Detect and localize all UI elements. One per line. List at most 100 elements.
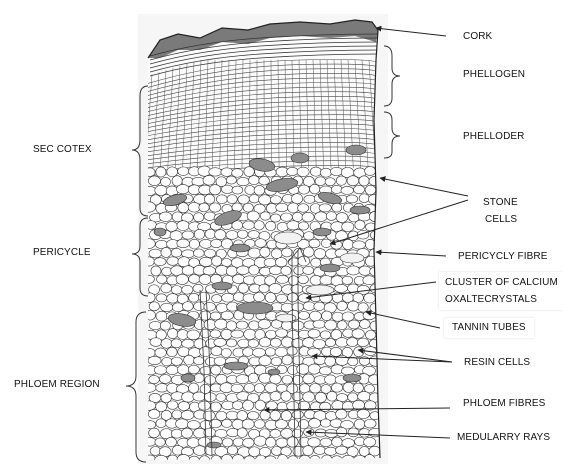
cell <box>309 418 321 428</box>
cell <box>325 339 335 347</box>
cell <box>248 248 261 258</box>
cell <box>244 329 256 339</box>
cell <box>171 429 182 438</box>
cell <box>199 347 211 357</box>
cell <box>365 185 376 195</box>
cell <box>243 348 254 357</box>
cell <box>320 331 330 339</box>
cell <box>354 419 365 429</box>
cell <box>211 365 221 375</box>
cell <box>193 284 203 292</box>
cell <box>314 446 326 454</box>
cell <box>271 249 282 259</box>
cell <box>342 312 354 321</box>
cell <box>211 346 222 355</box>
cell <box>355 220 365 230</box>
cell <box>313 339 326 348</box>
cell <box>199 274 211 284</box>
cell <box>248 373 258 383</box>
cell <box>358 391 371 401</box>
cell <box>212 295 222 303</box>
cell <box>149 302 159 311</box>
cell <box>244 383 255 392</box>
cell <box>254 293 265 302</box>
cell <box>348 428 359 437</box>
cell <box>249 265 260 275</box>
cell <box>200 257 213 266</box>
cell <box>215 230 226 240</box>
cell <box>236 321 248 329</box>
cell <box>161 177 171 186</box>
cell <box>265 437 276 447</box>
cell <box>248 339 259 347</box>
cell <box>276 329 288 337</box>
cell <box>189 383 199 393</box>
cell <box>232 275 244 284</box>
cell <box>292 339 304 348</box>
cell <box>156 294 167 302</box>
label-tannin-tubes: TANNIN TUBES <box>444 318 534 338</box>
cell <box>319 367 331 375</box>
cell <box>216 195 227 204</box>
cell <box>337 321 347 330</box>
cell <box>237 428 247 438</box>
stone-cell <box>320 264 340 272</box>
cell <box>281 213 293 221</box>
cell <box>335 284 348 292</box>
cell <box>308 329 320 338</box>
cell <box>281 411 291 421</box>
stone-cell <box>212 282 232 290</box>
cell <box>332 401 344 410</box>
cell <box>270 374 282 384</box>
cell <box>214 357 226 366</box>
cell <box>226 176 236 184</box>
cell <box>161 303 173 311</box>
cell <box>181 428 192 438</box>
cell <box>222 438 233 447</box>
cell <box>330 347 342 356</box>
cell <box>204 302 216 311</box>
cell <box>343 239 354 249</box>
cell <box>222 419 232 427</box>
cell <box>270 338 281 347</box>
cell <box>232 401 243 410</box>
stone-cell <box>207 442 221 448</box>
cell <box>254 436 266 446</box>
cell <box>348 320 359 329</box>
cell <box>151 266 161 276</box>
cell <box>243 221 255 229</box>
cell <box>212 256 222 266</box>
cell <box>359 176 369 186</box>
cell <box>209 168 222 176</box>
stone-cell <box>181 374 195 382</box>
cell <box>311 258 321 267</box>
cell <box>188 365 199 374</box>
cell <box>176 184 189 193</box>
stone-cell <box>268 369 280 375</box>
cell <box>182 392 195 402</box>
cell <box>178 257 190 267</box>
pericycle-fibre <box>340 253 364 263</box>
cell <box>233 293 244 302</box>
cell <box>281 391 291 401</box>
cell <box>210 330 221 338</box>
cell <box>347 338 358 347</box>
cell <box>167 294 179 304</box>
cell <box>159 375 171 384</box>
cell <box>320 419 330 427</box>
label-phellogen: PHELLOGEN <box>463 69 525 81</box>
cell <box>270 429 281 437</box>
cell <box>254 420 265 429</box>
cell <box>248 231 260 239</box>
cell <box>148 409 160 418</box>
cell <box>276 203 288 212</box>
cell <box>177 239 190 248</box>
cell <box>189 239 199 249</box>
cell <box>347 176 359 186</box>
cell <box>324 447 336 455</box>
cell <box>194 374 204 383</box>
cell <box>247 211 259 221</box>
cell <box>155 185 167 195</box>
cell <box>226 231 238 240</box>
cell <box>354 347 364 357</box>
